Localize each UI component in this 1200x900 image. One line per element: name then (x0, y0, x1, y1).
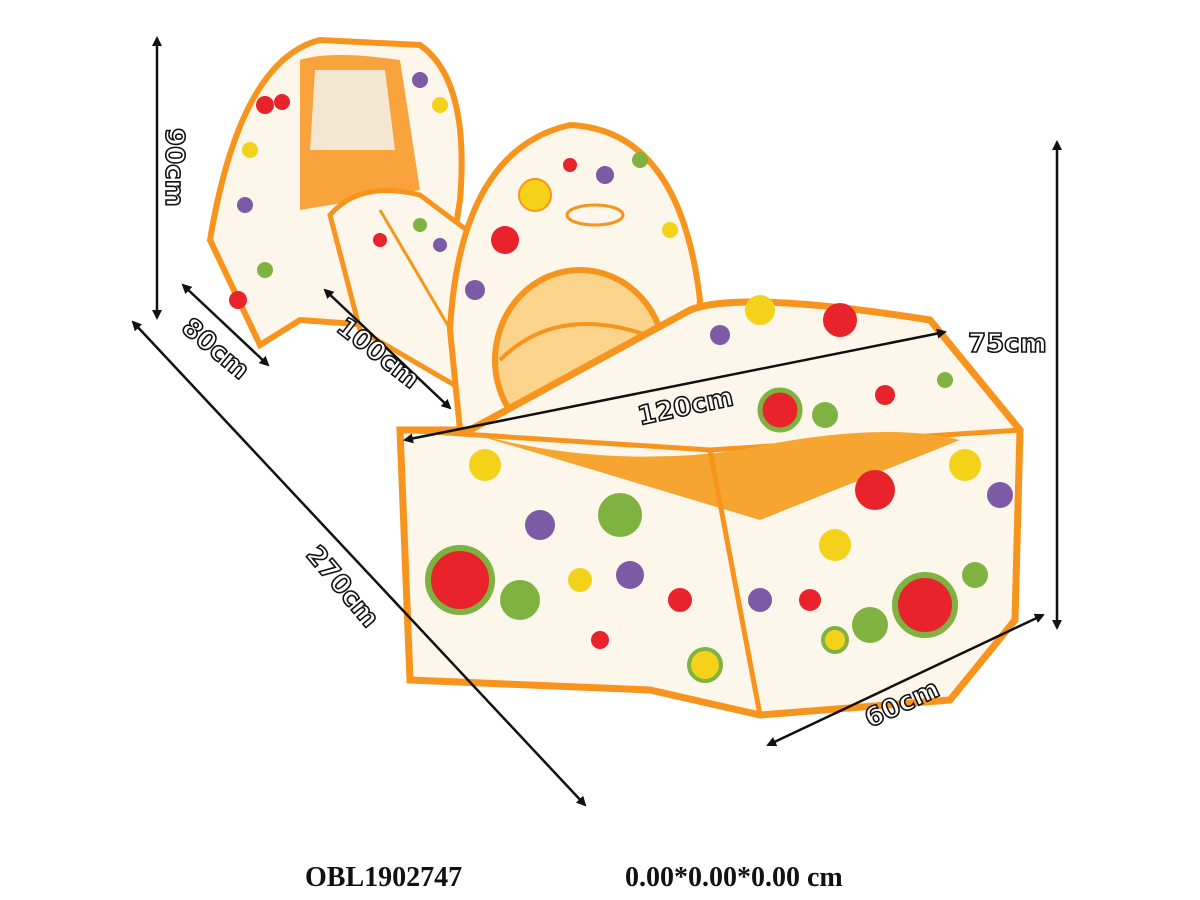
product-code: OBL1902747 (305, 862, 463, 893)
label-tent-depth: 80cm (176, 312, 256, 386)
dimension-arrows (131, 36, 1062, 807)
tent (206, 36, 465, 350)
label-total-length: 270cm (300, 540, 385, 633)
package-size: 0.00*0.00*0.00 cm (625, 862, 843, 893)
label-pit-height: 75cm (968, 329, 1047, 359)
label-tent-height: 90cm (159, 128, 189, 207)
